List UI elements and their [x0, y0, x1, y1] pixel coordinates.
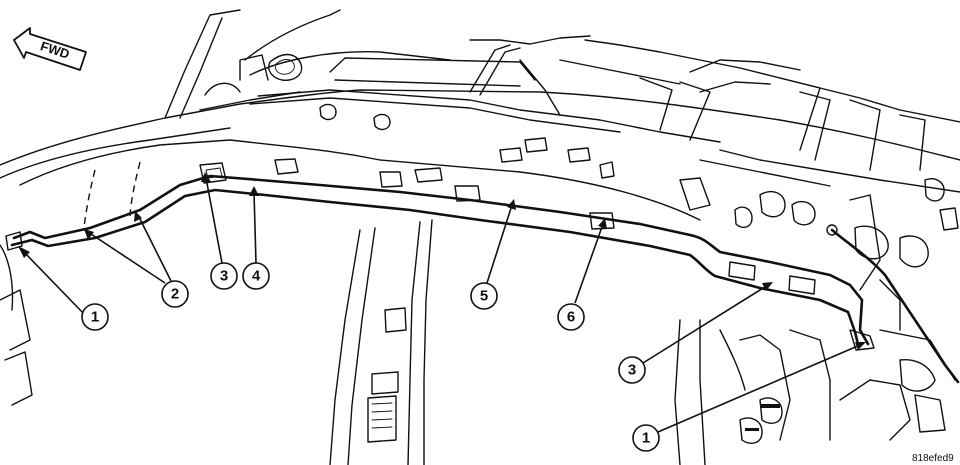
roof-structure	[0, 9, 960, 465]
svg-text:5: 5	[480, 288, 488, 305]
callouts: 1 2 3 4 5	[18, 172, 866, 452]
callout-5: 5	[470, 282, 498, 310]
wire-harness	[826, 224, 960, 384]
svg-text:1: 1	[91, 309, 99, 326]
callout-6: 6	[557, 303, 585, 331]
callout-3-right: 3	[618, 356, 646, 384]
callout-4: 4	[242, 262, 270, 290]
callout-2: 2	[161, 280, 189, 308]
fwd-indicator: FWD	[13, 27, 87, 71]
arrow-left-icon	[13, 27, 87, 71]
svg-text:1: 1	[642, 430, 650, 447]
svg-text:3: 3	[220, 268, 228, 285]
callout-3-left: 3	[210, 262, 238, 290]
svg-text:4: 4	[252, 268, 261, 285]
fold-lines	[83, 161, 141, 229]
figure-code: 818efed9	[912, 453, 954, 464]
svg-text:6: 6	[567, 309, 575, 326]
curtain-airbag-assembly	[5, 174, 875, 351]
retaining-clips	[199, 103, 816, 295]
callout-1-left: 1	[81, 303, 109, 331]
svg-text:2: 2	[171, 286, 179, 303]
callout-1-right: 1	[632, 424, 660, 452]
svg-text:3: 3	[628, 362, 636, 379]
